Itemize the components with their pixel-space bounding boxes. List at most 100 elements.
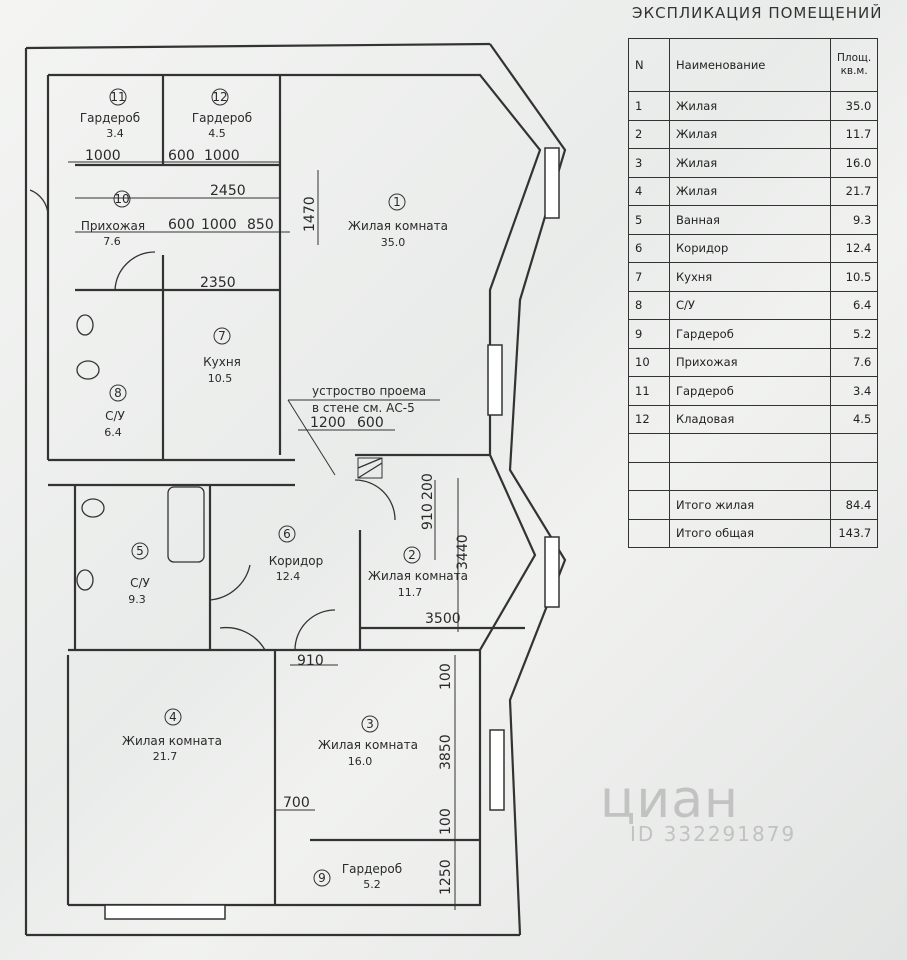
row-number: 9 [628,319,670,349]
explication-row [628,461,879,491]
row-number: 10 [628,347,670,377]
row-name: Итого жилая [669,490,831,520]
room-1-name: Жилая комната [348,219,448,233]
note-line2: в стене см. АС-5 [312,401,415,415]
room-3-name: Жилая комната [318,738,418,752]
room-8-name: С/У [105,409,125,423]
room-3-marker [361,715,379,733]
room-9-num: 9 [318,871,326,885]
room-12-name: Гардероб [192,111,252,125]
row-area: 7.6 [829,347,879,377]
row-name: Жилая [669,91,831,121]
dim-600-c: 600 [357,415,384,431]
explication-title: ЭКСПЛИКАЦИЯ ПОМЕЩЕНИЙ [632,4,883,22]
room-6-marker [278,525,296,543]
row-area: 9.3 [829,205,879,235]
dim-600-b: 600 [168,217,195,233]
row-number: 5 [628,205,670,235]
dim-600-a: 600 [168,148,195,164]
row-number: 11 [628,376,670,406]
room-8-area: 6.4 [104,426,122,439]
row-name: Итого общая [669,518,831,548]
room-2-name: Жилая комната [368,569,468,583]
room-5-name: С/У [130,576,150,590]
room-4-name: Жилая комната [122,734,222,748]
row-name: Жилая [669,176,831,206]
dim-910-b: 910 [297,653,324,669]
dim-850: 850 [247,217,274,233]
room-2-num: 2 [408,548,416,562]
sink-su8 [76,314,94,336]
room-10-num: 10 [114,192,129,206]
watermark-logo: циан [600,770,740,830]
row-area: 84.4 [829,490,879,520]
door-room3 [294,609,336,651]
dim-2450: 2450 [210,183,246,199]
header-name: Наименование [669,38,831,92]
dim-3500: 3500 [425,611,461,627]
room-7-num: 7 [218,329,226,343]
room-12-area: 4.5 [208,127,226,140]
door-room4 [219,626,266,651]
watermark: циан ID 332291879 [600,770,796,846]
row-area: 11.7 [829,119,879,149]
row-name: Жилая [669,148,831,178]
room-1-num: 1 [393,195,401,209]
row-area: 4.5 [829,404,879,434]
row-area: 3.4 [829,376,879,406]
room-3-area: 16.0 [348,755,373,768]
header-area: Площ. кв.м. [829,38,879,92]
door-su8 [114,251,156,291]
room-1-marker [388,193,406,211]
row-area [829,461,879,491]
row-number: 12 [628,404,670,434]
room-labels: 11 Гардероб 3.4 12 Гардероб 4.5 10 Прихо… [80,88,468,891]
room-12-num: 12 [212,90,227,104]
room-11-name: Гардероб [80,111,140,125]
room-2-area: 11.7 [398,586,423,599]
row-area: 16.0 [829,148,879,178]
row-name: Коридор [669,233,831,263]
door-bath [209,564,251,601]
windows [104,147,560,920]
room-8-num: 8 [114,386,122,400]
row-number: 1 [628,91,670,121]
door-entrance [29,189,49,216]
doors [29,189,396,651]
toilet-su5 [81,498,105,518]
room-4-marker [164,708,182,726]
window-room4 [104,904,226,920]
dim-1250: 1250 [438,859,454,895]
dim-2350: 2350 [200,275,236,291]
row-name: Жилая [669,119,831,149]
room-7-name: Кухня [203,355,241,369]
row-name: Кухня [669,262,831,292]
row-name [669,461,831,491]
room-8-marker [109,384,127,402]
dim-200: 200 [420,473,436,500]
row-area [829,433,879,463]
outer-wall-top [25,42,491,50]
room-11-num: 11 [110,90,125,104]
row-name: Гардероб [669,319,831,349]
row-name: Гардероб [669,376,831,406]
room-5-area: 9.3 [128,593,146,606]
room-9-name: Гардероб [342,862,402,876]
dim-910-a: 910 [420,503,436,530]
dim-1200: 1200 [310,415,346,431]
dim-3850: 3850 [438,734,454,770]
dimension-texts: 1000 600 1000 2450 1470 600 1000 850 235… [85,148,471,895]
watermark-id: ID 332291879 [630,822,797,846]
